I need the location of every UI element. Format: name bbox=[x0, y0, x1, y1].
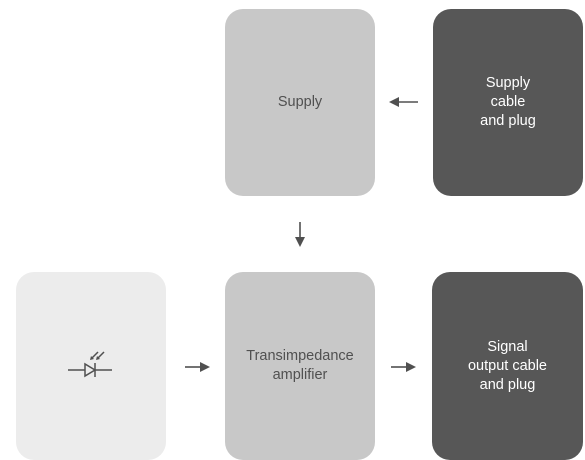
photodiode-block bbox=[16, 272, 166, 460]
arrow-left-icon bbox=[389, 97, 418, 107]
transimpedance-amplifier-block: Transimpedance amplifier bbox=[225, 272, 375, 460]
supply-cable-label: Supply cable and plug bbox=[480, 75, 536, 129]
arrow-right-icon bbox=[185, 362, 210, 372]
signal-output-label: Signal output cable and plug bbox=[467, 338, 547, 393]
transimpedance-label: Transimpedance amplifier bbox=[246, 348, 354, 383]
supply-label: Supply bbox=[277, 94, 323, 110]
arrow-right-icon bbox=[391, 362, 416, 372]
signal-output-block: Signal output cable and plug bbox=[432, 272, 583, 460]
supply-cable-block: Supply cable and plug bbox=[433, 9, 583, 196]
supply-block: Supply bbox=[225, 9, 375, 196]
arrow-down-icon bbox=[295, 222, 305, 247]
photodiode-symbol-icon bbox=[68, 351, 112, 378]
